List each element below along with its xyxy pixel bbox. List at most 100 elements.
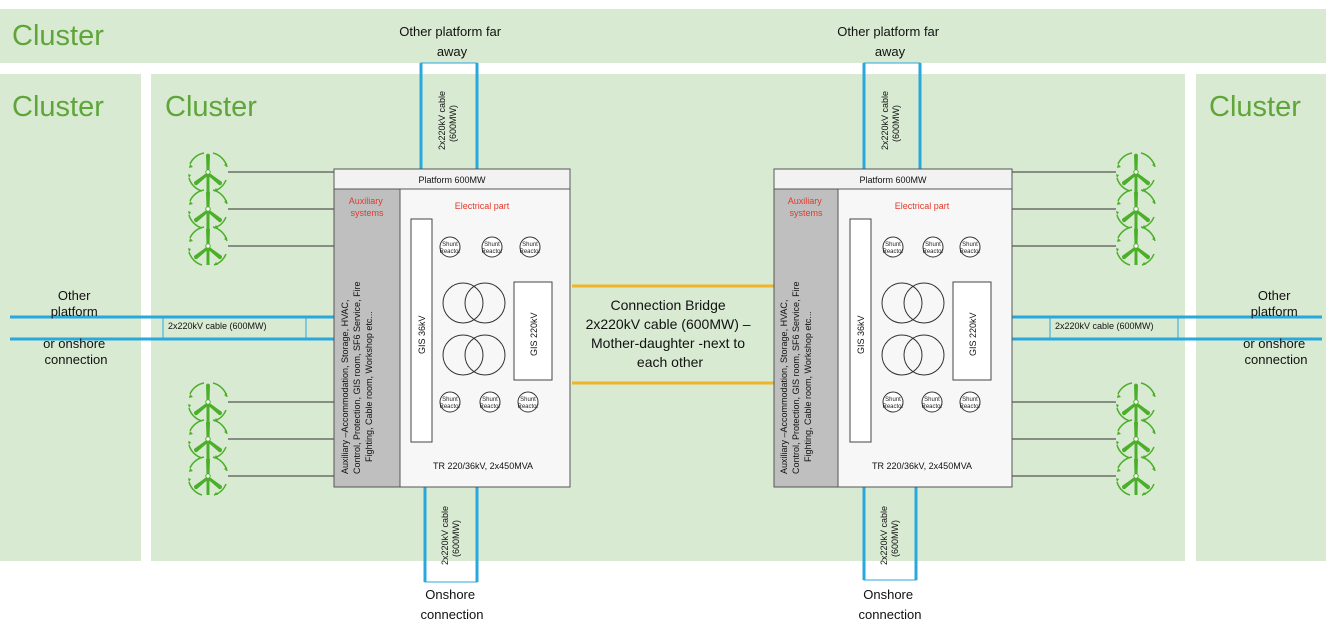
- bottom-connection-left: Onshore connection: [421, 587, 484, 622]
- bridge-label-line: 2x220kV cable (600MW) –: [586, 316, 751, 332]
- side-connection-line: connection: [45, 352, 108, 367]
- platform-right: 2x220kV cable (600MW) Other platform far…: [773, 24, 1322, 622]
- gis36-label: GIS 36kV: [417, 315, 427, 354]
- svg-text:2x220kV cable (600MW): 2x220kV cable (600MW): [440, 503, 461, 565]
- platform-left: 2x220kV cable (600MW) Other platform far…: [10, 24, 571, 622]
- platform-title: Platform 600MW: [859, 175, 927, 185]
- side-connection-right: Other platform or onshore connection: [1243, 288, 1309, 367]
- platform-title-bar: [773, 168, 1013, 190]
- side-connection-line: or onshore: [43, 336, 105, 351]
- top-connection-line: away: [875, 44, 906, 59]
- cluster-title-top: Cluster: [12, 20, 104, 52]
- auxiliary-header: Auxiliary systems: [788, 196, 825, 218]
- bottom-cable-label: 2x220kV cable: [879, 506, 889, 565]
- side-cable-label: 2x220kV cable (600MW): [1055, 321, 1154, 331]
- auxiliary-block: [773, 188, 839, 488]
- auxiliary-description-line: Control, Protection, GIS room, SF6 Servi…: [791, 281, 801, 474]
- side-connection-left: Other platform or onshore connection: [43, 288, 109, 367]
- transformer-icon: [442, 282, 506, 376]
- platform-title: Platform 600MW: [418, 175, 486, 185]
- platform-title-bar: [333, 168, 571, 190]
- auxiliary-header: Auxiliary systems: [349, 196, 386, 218]
- auxiliary-description: Auxiliary –Accommodation, Storage, HVAC,…: [779, 279, 813, 474]
- svg-text:2x220kV cable (600MW): 2x220kV cable (600MW): [880, 88, 901, 150]
- auxiliary-header-line: Auxiliary: [788, 196, 823, 206]
- bottom-connection-line: Onshore: [425, 587, 475, 602]
- auxiliary-description-line: Control, Protection, GIS room, SF6 Servi…: [352, 281, 362, 474]
- auxiliary-description: Auxiliary –Accommodation, Storage, HVAC,…: [340, 279, 374, 474]
- bridge-label-line: Connection Bridge: [610, 297, 725, 313]
- bottom-cable-label: 2x220kV cable: [440, 506, 450, 565]
- top-connection-line: away: [437, 44, 468, 59]
- cluster-title-right: Cluster: [1209, 91, 1301, 123]
- side-connection-line: platform: [1251, 304, 1298, 319]
- top-connection-right: Other platform far away: [837, 24, 943, 59]
- side-cable-right: 2x220kV cable (600MW): [1012, 315, 1322, 341]
- top-cable-right: 2x220kV cable (600MW): [862, 62, 922, 170]
- side-connection-line: connection: [1245, 352, 1308, 367]
- side-cable-left: 2x220kV cable (600MW): [10, 315, 334, 341]
- transformer-label: TR 220/36kV, 2x450MVA: [872, 461, 972, 471]
- bottom-connection-right: Onshore connection: [859, 587, 922, 622]
- auxiliary-header-line: Auxiliary: [349, 196, 384, 206]
- svg-text:2x220kV cable (600MW): 2x220kV cable (600MW): [879, 503, 900, 565]
- cluster-title-left: Cluster: [12, 91, 104, 123]
- top-cable-label: (600MW): [448, 105, 458, 142]
- auxiliary-description-line: Fighting, Cable room, Workshop etc...: [803, 311, 813, 462]
- gis220-block: [952, 281, 992, 381]
- bottom-connection-line: connection: [859, 607, 922, 622]
- auxiliary-header-line: systems: [350, 208, 384, 218]
- gis220-block: [513, 281, 553, 381]
- bottom-connection-line: connection: [421, 607, 484, 622]
- side-connection-line: platform: [51, 304, 98, 319]
- gis36-block: [849, 218, 872, 443]
- cluster-title-center: Cluster: [165, 91, 257, 123]
- auxiliary-block: [333, 188, 401, 488]
- top-connection-left: Other platform far away: [399, 24, 505, 59]
- bottom-cable-label: (600MW): [451, 520, 461, 557]
- bridge-label-line: each other: [637, 354, 703, 370]
- turbine-strings-right: [1012, 171, 1116, 477]
- gis220-label: GIS 220kV: [968, 312, 978, 356]
- bridge-label: Connection Bridge 2x220kV cable (600MW) …: [586, 297, 755, 370]
- top-cable-label: 2x220kV cable: [437, 91, 447, 150]
- auxiliary-description-line: Auxiliary –Accommodation, Storage, HVAC,: [779, 300, 789, 474]
- auxiliary-header-line: systems: [789, 208, 823, 218]
- gis220-label: GIS 220kV: [529, 312, 539, 356]
- side-connection-line: Other: [58, 288, 91, 303]
- auxiliary-description-line: Fighting, Cable room, Workshop etc...: [364, 311, 374, 462]
- gis36-block: [410, 218, 433, 443]
- bottom-connection-line: Onshore: [863, 587, 913, 602]
- side-connection-line: Other: [1258, 288, 1291, 303]
- electrical-header: Electrical part: [455, 201, 510, 211]
- top-cable-label: (600MW): [891, 105, 901, 142]
- top-cable-label: 2x220kV cable: [880, 91, 890, 150]
- turbine-strings-left: [228, 171, 334, 477]
